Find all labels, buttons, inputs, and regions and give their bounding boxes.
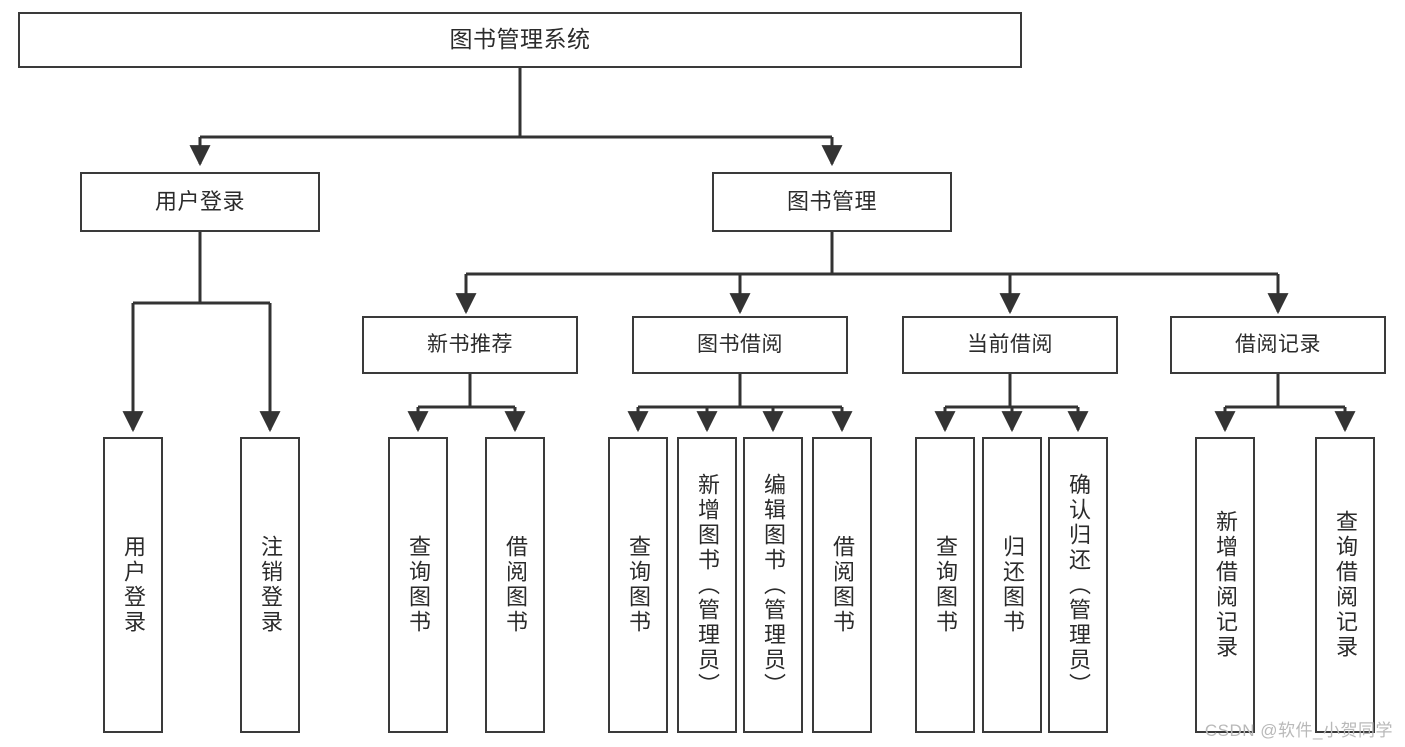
node-leaf-confirm-return[interactable]: 确认归还（管理员） [1048,437,1108,733]
node-leaf-confirm-return-label: 确认归还（管理员） [1066,472,1091,698]
node-user-login[interactable]: 用户登录 [80,172,320,232]
node-leaf-edit-book-label: 编辑图书（管理员） [761,472,786,698]
node-leaf-add-record[interactable]: 新增借阅记录 [1195,437,1255,733]
node-leaf-query-record[interactable]: 查询借阅记录 [1315,437,1375,733]
node-borrow-record-label: 借阅记录 [1235,332,1321,356]
node-leaf-query-book-3[interactable]: 查询图书 [915,437,975,733]
node-leaf-query-record-label: 查询借阅记录 [1333,510,1358,660]
node-new-book-recommend[interactable]: 新书推荐 [362,316,578,374]
node-leaf-borrow-book-1-label: 借阅图书 [503,535,528,635]
node-leaf-edit-book[interactable]: 编辑图书（管理员） [743,437,803,733]
node-borrow-record[interactable]: 借阅记录 [1170,316,1386,374]
node-current-borrow-label: 当前借阅 [967,332,1053,356]
node-leaf-borrow-book-1[interactable]: 借阅图书 [485,437,545,733]
node-leaf-logout-login-label: 注销登录 [258,535,283,635]
node-leaf-logout-login[interactable]: 注销登录 [240,437,300,733]
node-leaf-borrow-book-2[interactable]: 借阅图书 [812,437,872,733]
node-book-borrow[interactable]: 图书借阅 [632,316,848,374]
node-book-manage[interactable]: 图书管理 [712,172,952,232]
node-leaf-add-book[interactable]: 新增图书（管理员） [677,437,737,733]
node-leaf-query-book-3-label: 查询图书 [933,535,958,635]
node-new-book-recommend-label: 新书推荐 [427,332,513,356]
node-root[interactable]: 图书管理系统 [18,12,1022,68]
node-leaf-return-book[interactable]: 归还图书 [982,437,1042,733]
node-current-borrow[interactable]: 当前借阅 [902,316,1118,374]
node-leaf-user-login-label: 用户登录 [121,535,146,635]
node-leaf-query-book-1[interactable]: 查询图书 [388,437,448,733]
node-book-borrow-label: 图书借阅 [697,332,783,356]
node-leaf-add-book-label: 新增图书（管理员） [695,472,720,698]
node-leaf-query-book-2-label: 查询图书 [626,535,651,635]
node-leaf-query-book-2[interactable]: 查询图书 [608,437,668,733]
node-leaf-borrow-book-2-label: 借阅图书 [830,535,855,635]
csdn-watermark: CSDN @软件_小贺同学 [1204,721,1393,740]
node-leaf-add-record-label: 新增借阅记录 [1213,510,1238,660]
node-leaf-user-login[interactable]: 用户登录 [103,437,163,733]
node-book-manage-label: 图书管理 [786,189,877,215]
node-leaf-query-book-1-label: 查询图书 [406,535,431,635]
node-root-label: 图书管理系统 [449,26,591,53]
node-user-login-label: 用户登录 [154,189,245,215]
node-leaf-return-book-label: 归还图书 [1000,535,1025,635]
